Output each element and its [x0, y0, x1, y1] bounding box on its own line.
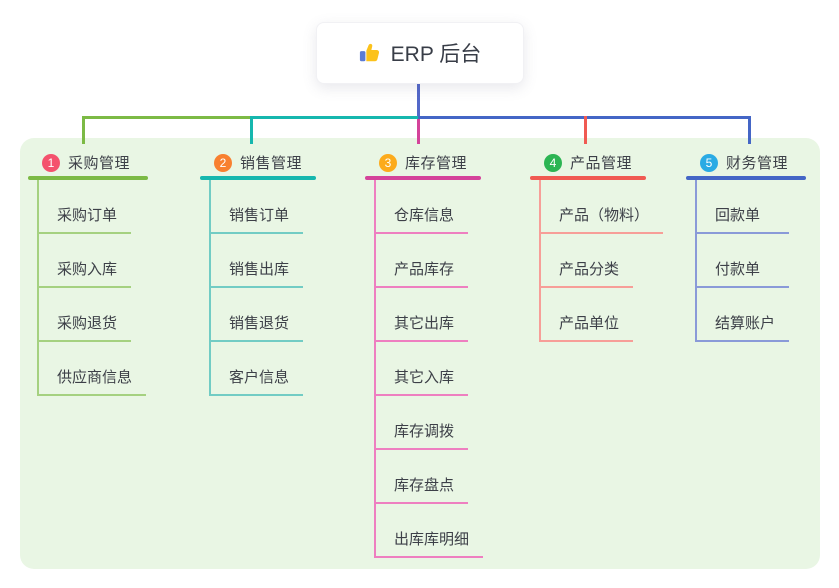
- node-warehouse-info[interactable]: 仓库信息: [376, 180, 469, 234]
- node-customer-info[interactable]: 客户信息: [211, 342, 304, 396]
- branch-children: 采购订单 采购入库 采购退货 供应商信息: [37, 180, 148, 396]
- branch-underline: [28, 176, 148, 180]
- branch-head-inventory[interactable]: 3 库存管理: [365, 149, 481, 176]
- node-product-material[interactable]: 产品（物料）: [541, 180, 664, 234]
- node-sales-outbound[interactable]: 销售出库: [211, 234, 304, 288]
- branch-head-sales[interactable]: 2 销售管理: [200, 149, 316, 176]
- node-stock-transfer[interactable]: 库存调拨: [376, 396, 469, 450]
- branch-children: 仓库信息 产品库存 其它出库 其它入库 库存调拨 库存盘点 出库库明细: [374, 180, 484, 558]
- node-supplier-info[interactable]: 供应商信息: [39, 342, 147, 396]
- node-purchase-order[interactable]: 采购订单: [39, 180, 132, 234]
- branch-product: 4 产品管理 产品（物料） 产品分类 产品单位: [530, 149, 664, 342]
- branch-number-badge: 4: [544, 153, 562, 172]
- connector-drop-sales: [250, 116, 253, 144]
- node-product-unit[interactable]: 产品单位: [541, 288, 634, 342]
- branch-underline: [365, 176, 481, 180]
- node-outbound-detail[interactable]: 出库库明细: [376, 504, 484, 558]
- node-purchase-inbound[interactable]: 采购入库: [39, 234, 132, 288]
- branch-label: 采购管理: [68, 155, 131, 172]
- node-settlement-account[interactable]: 结算账户: [697, 288, 790, 342]
- branch-label: 财务管理: [726, 155, 789, 172]
- branch-label: 产品管理: [570, 155, 633, 172]
- branch-purchase: 1 采购管理 采购订单 采购入库 采购退货 供应商信息: [28, 149, 148, 396]
- branch-label: 库存管理: [405, 155, 468, 172]
- branch-number-badge: 3: [379, 153, 397, 172]
- node-purchase-return[interactable]: 采购退货: [39, 288, 132, 342]
- branch-number-badge: 1: [42, 153, 60, 172]
- node-product-category[interactable]: 产品分类: [541, 234, 634, 288]
- node-sales-order[interactable]: 销售订单: [211, 180, 304, 234]
- branch-head-finance[interactable]: 5 财务管理: [686, 149, 806, 176]
- branch-underline: [530, 176, 646, 180]
- thumbs-up-icon: [359, 42, 381, 64]
- branch-children: 销售订单 销售出库 销售退货 客户信息: [209, 180, 316, 396]
- branch-sales: 2 销售管理 销售订单 销售出库 销售退货 客户信息: [200, 149, 316, 396]
- node-receipt-bill[interactable]: 回款单: [697, 180, 789, 234]
- node-payment-bill[interactable]: 付款单: [697, 234, 789, 288]
- node-sales-return[interactable]: 销售退货: [211, 288, 304, 342]
- branch-underline: [200, 176, 316, 180]
- branch-number-badge: 5: [700, 153, 718, 172]
- branch-label: 销售管理: [240, 155, 303, 172]
- connector-h-purchase: [82, 116, 252, 119]
- node-product-stock[interactable]: 产品库存: [376, 234, 469, 288]
- canvas-panel: [20, 138, 820, 569]
- branch-children: 产品（物料） 产品分类 产品单位: [539, 180, 664, 342]
- branch-inventory: 3 库存管理 仓库信息 产品库存 其它出库 其它入库 库存调拨 库存盘点 出库库…: [365, 149, 484, 558]
- branch-underline: [686, 176, 806, 180]
- root-title: ERP 后台: [390, 43, 482, 66]
- connector-drop-product: [584, 116, 587, 144]
- root-node[interactable]: ERP 后台: [316, 22, 524, 84]
- branch-children: 回款单 付款单 结算账户: [695, 180, 806, 342]
- connector-drop-finance: [748, 116, 751, 144]
- connector-h-sales: [250, 116, 418, 119]
- branch-number-badge: 2: [214, 153, 232, 172]
- node-other-inbound[interactable]: 其它入库: [376, 342, 469, 396]
- node-other-outbound[interactable]: 其它出库: [376, 288, 469, 342]
- node-stock-check[interactable]: 库存盘点: [376, 450, 469, 504]
- connector-drop-purchase: [82, 116, 85, 144]
- connector-trunk: [417, 82, 420, 118]
- branch-finance: 5 财务管理 回款单 付款单 结算账户: [686, 149, 806, 342]
- connector-drop-inventory: [417, 119, 420, 144]
- branch-head-purchase[interactable]: 1 采购管理: [28, 149, 148, 176]
- branch-head-product[interactable]: 4 产品管理: [530, 149, 646, 176]
